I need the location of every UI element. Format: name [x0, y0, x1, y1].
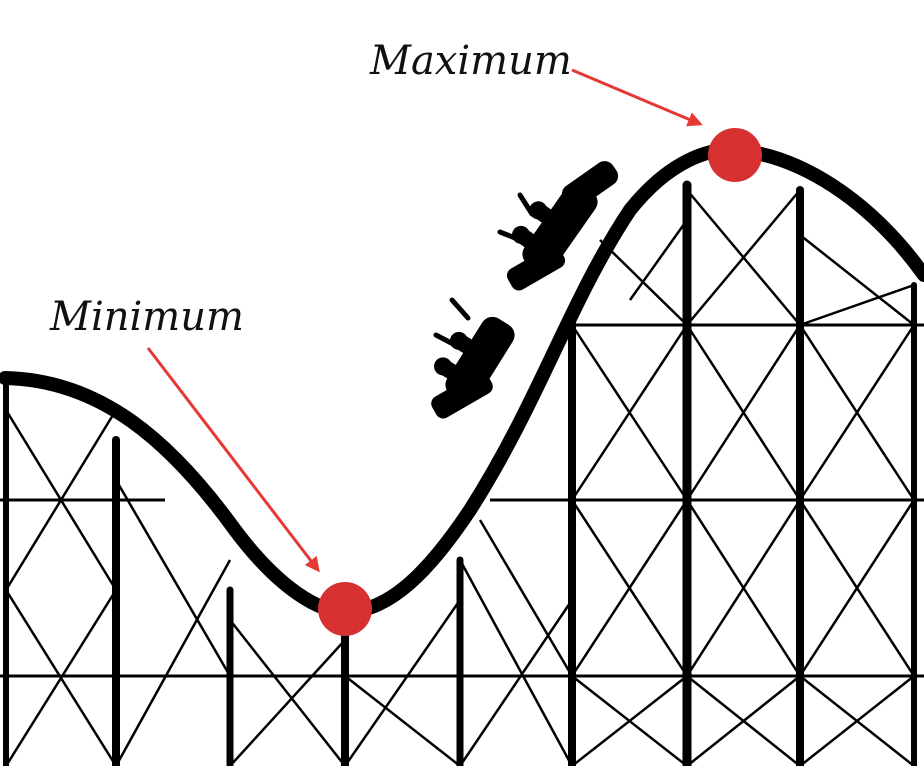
maximum-arrow	[571, 68, 703, 127]
maximum-point-marker	[708, 128, 762, 182]
support-beams	[0, 323, 924, 678]
support-cross-bracing	[4, 189, 916, 766]
maximum-label: Maximum	[369, 38, 572, 84]
minimum-arrow	[146, 347, 320, 573]
roller-coaster-cars-icon	[431, 161, 619, 419]
minimum-label: Minimum	[49, 294, 244, 340]
support-posts	[3, 180, 917, 766]
minimum-point-marker	[318, 582, 372, 636]
